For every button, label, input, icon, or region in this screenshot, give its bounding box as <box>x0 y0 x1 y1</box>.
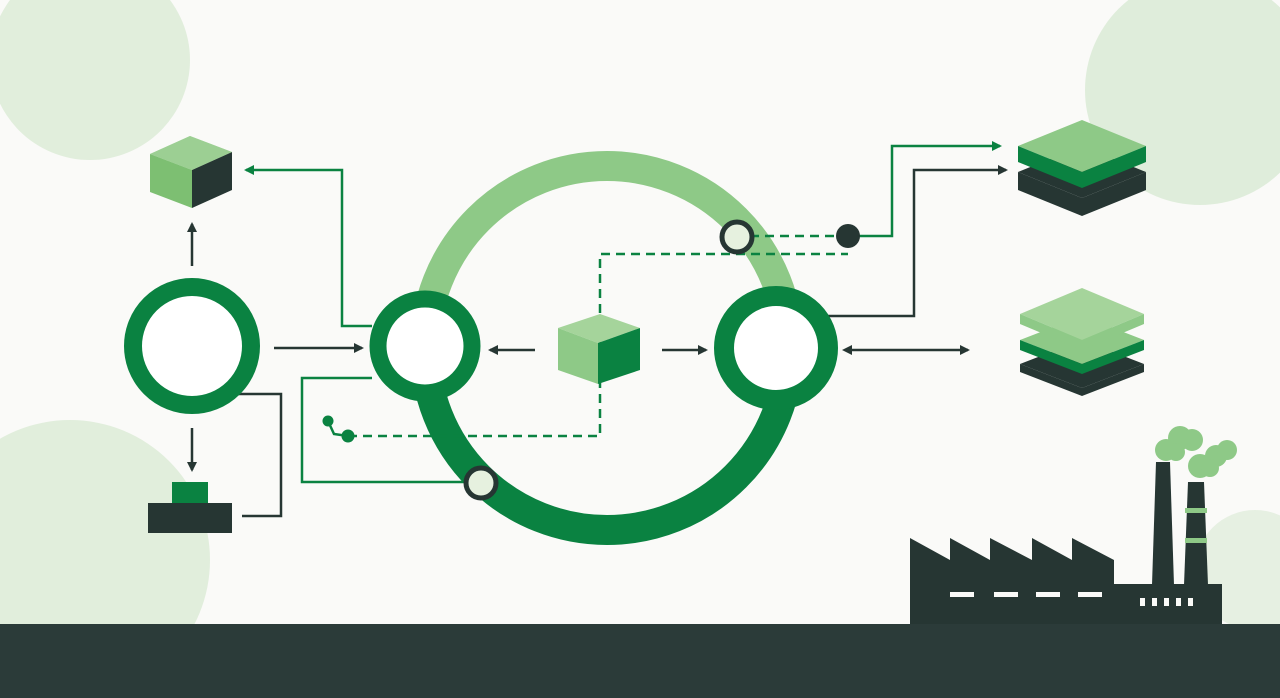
block-icon <box>148 482 232 533</box>
ground-band <box>0 624 1280 698</box>
layer-stack-icon-top <box>1018 120 1146 216</box>
connector-to-stack-top-dark <box>824 165 1008 318</box>
cube-icon-center <box>558 314 640 384</box>
marker-small-a <box>322 415 334 427</box>
cube-icon-top-left <box>150 136 232 208</box>
loop-arc-light <box>410 151 804 349</box>
connectors <box>187 141 1008 518</box>
dashed-link-lower <box>348 252 848 438</box>
loop-markers <box>322 219 860 501</box>
loop-arc-dark <box>410 347 804 545</box>
loop-right-node <box>714 286 838 410</box>
source-ring-node <box>124 278 260 414</box>
factory-icon <box>910 426 1237 626</box>
loop-left-node <box>369 290 481 402</box>
ring-nodes <box>124 278 838 414</box>
marker-solid <box>836 224 860 248</box>
smoke-puffs <box>1155 426 1237 478</box>
marker-bottom-left <box>463 465 499 501</box>
layer-stack-icon-bottom <box>1020 288 1144 396</box>
connector-source-block-bracket <box>236 392 283 518</box>
main-loop <box>410 151 804 545</box>
connector-to-stack-top-green <box>848 141 1002 238</box>
marker-small-b <box>341 429 355 443</box>
connector-to-top-cube <box>244 165 372 328</box>
blob-top-left <box>0 0 190 160</box>
marker-top-right <box>719 219 755 255</box>
connector-green-bracket <box>300 376 470 484</box>
